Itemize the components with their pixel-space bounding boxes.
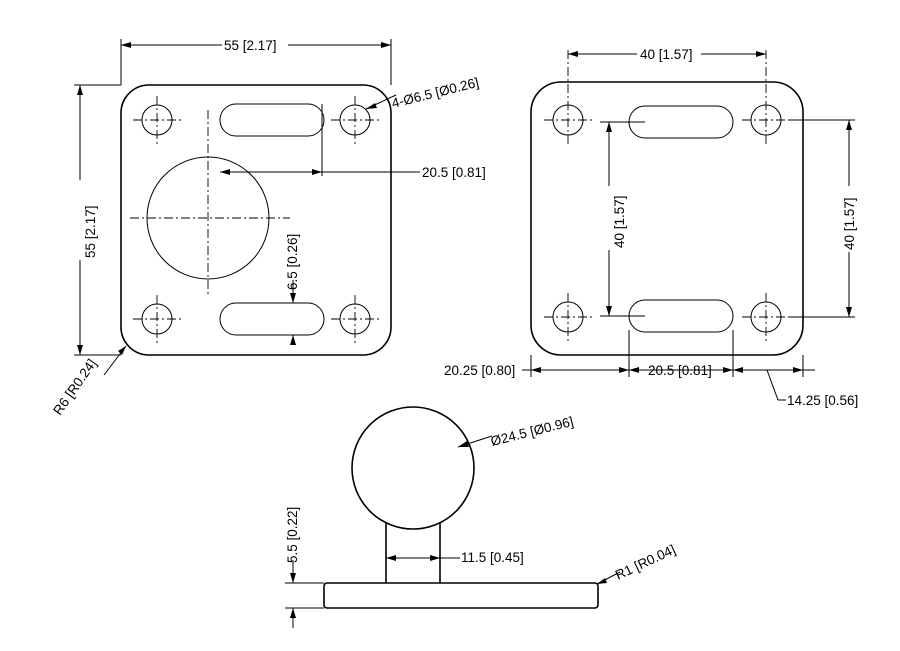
- base-plate: [323, 582, 599, 609]
- mounting-hole-br: [742, 293, 790, 341]
- dim-width: 55 [2.17]: [224, 38, 277, 53]
- slot-bottom: [219, 302, 325, 336]
- dim-ball-diameter: Ø24.5 [Ø0.96]: [489, 414, 575, 449]
- plate-top-view: 55 [2.17] 55 [2.17] 4-Ø6.5 [Ø0.26] 20.5 …: [50, 38, 486, 418]
- dim-hole-callout: 4-Ø6.5 [Ø0.26]: [390, 75, 480, 111]
- plate-outline: [120, 84, 392, 356]
- mounting-hole-tl: [133, 96, 181, 144]
- dim-neck-width: 11.5 [0.45]: [461, 550, 524, 565]
- mounting-hole-tr: [331, 96, 379, 144]
- ball: [351, 406, 475, 530]
- mounting-hole-br: [331, 295, 379, 343]
- dim-edge-offset-right: 14.25 [0.56]: [787, 393, 858, 408]
- dim-slot-width: 6.5 [0.26]: [285, 234, 300, 290]
- dim-edge-offset-left: 20.25 [0.80]: [444, 363, 515, 378]
- dim-slot-spacing: 20.5 [0.81]: [648, 363, 712, 378]
- dim-hole-spacing-y-left: 40 [1.57]: [612, 195, 627, 248]
- dim-hole-spacing-y-right: 40 [1.57]: [842, 197, 857, 250]
- dim-base-radius: R1 [R0.04]: [613, 542, 678, 583]
- mounting-hole-tl: [544, 50, 592, 144]
- plate-outline: [530, 81, 804, 356]
- mounting-hole-bl: [133, 295, 181, 343]
- mounting-hole-tr: [742, 50, 790, 144]
- slot-top: [219, 103, 325, 137]
- dim-corner-radius: R6 [R0.24]: [50, 356, 99, 417]
- plate-bottom-view: 40 [1.57] 40 [1.57] 40 [1.57] 20.25 [0.8…: [444, 47, 858, 408]
- ball-side-view: Ø24.5 [Ø0.96] 5.5 [0.22] 11.5 [0.45] R1 …: [285, 406, 678, 628]
- dim-neck-height: 5.5 [0.22]: [285, 507, 300, 563]
- dim-slot-offset: 20.5 [0.81]: [422, 165, 486, 180]
- dim-height: 55 [2.17]: [83, 205, 98, 258]
- dim-hole-spacing-x: 40 [1.57]: [640, 47, 693, 62]
- mounting-hole-bl: [544, 293, 592, 341]
